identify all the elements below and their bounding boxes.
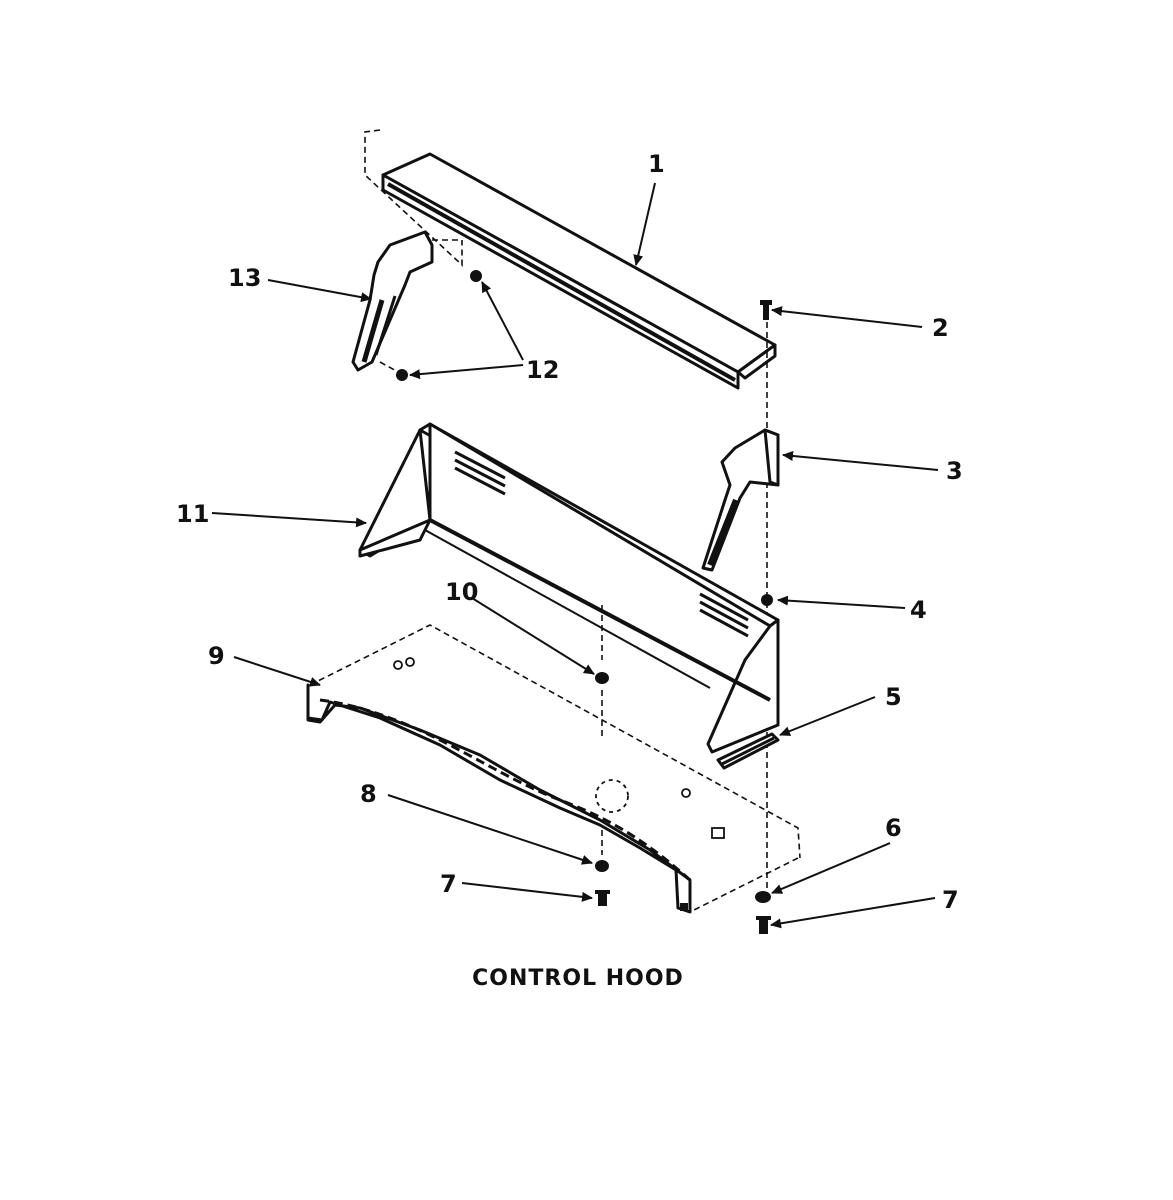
label-2: 2 — [932, 314, 949, 342]
part-3-right-bracket — [701, 428, 780, 572]
part-13-left-bracket — [351, 230, 462, 374]
label-1: 1 — [648, 150, 665, 178]
label-7-left: 7 — [440, 870, 457, 898]
diagram-caption: CONTROL HOOD — [472, 966, 684, 991]
label-9: 9 — [208, 642, 225, 670]
label-3: 3 — [946, 457, 963, 485]
label-13: 13 — [228, 264, 261, 292]
leader-lines — [211, 182, 939, 929]
part-1-top-trim — [364, 129, 777, 390]
label-4: 4 — [910, 596, 927, 624]
label-10: 10 — [445, 578, 478, 606]
part-2-screw — [760, 300, 772, 900]
label-7-right: 7 — [942, 886, 959, 914]
part-9-base-panel — [306, 624, 801, 914]
part-7-screws — [595, 890, 771, 934]
part-11-control-hood — [358, 422, 780, 754]
part-8-nut — [595, 830, 609, 872]
label-11: 11 — [176, 500, 209, 528]
part-labels: 1 2 3 4 5 6 7 7 8 9 10 11 12 13 — [176, 150, 963, 914]
part-5-clip — [716, 732, 780, 770]
label-6: 6 — [885, 814, 902, 842]
label-5: 5 — [885, 683, 902, 711]
part-6-washer — [755, 891, 771, 903]
part-12-nuts — [396, 270, 482, 381]
part-10-nut — [595, 605, 609, 740]
part-4-nut — [761, 594, 773, 606]
label-12: 12 — [526, 356, 559, 384]
label-8: 8 — [360, 780, 377, 808]
